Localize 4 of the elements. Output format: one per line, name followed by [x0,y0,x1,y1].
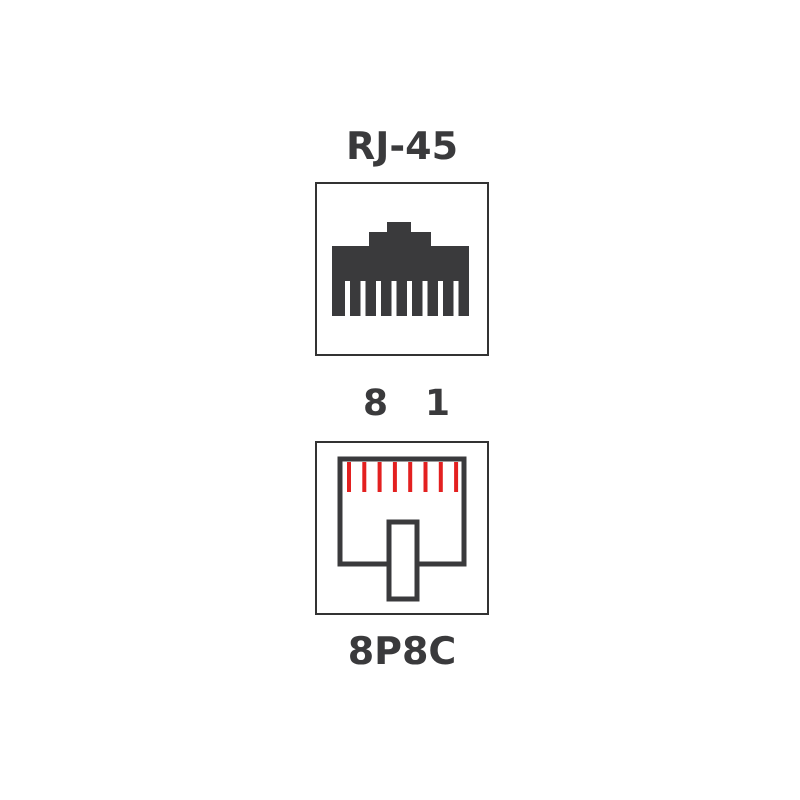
pin-number: 8 [363,382,388,426]
connector-title: RJ-45 [346,124,458,168]
connector-title: 8P8C [348,629,456,673]
pin-number: 1 [425,382,450,426]
